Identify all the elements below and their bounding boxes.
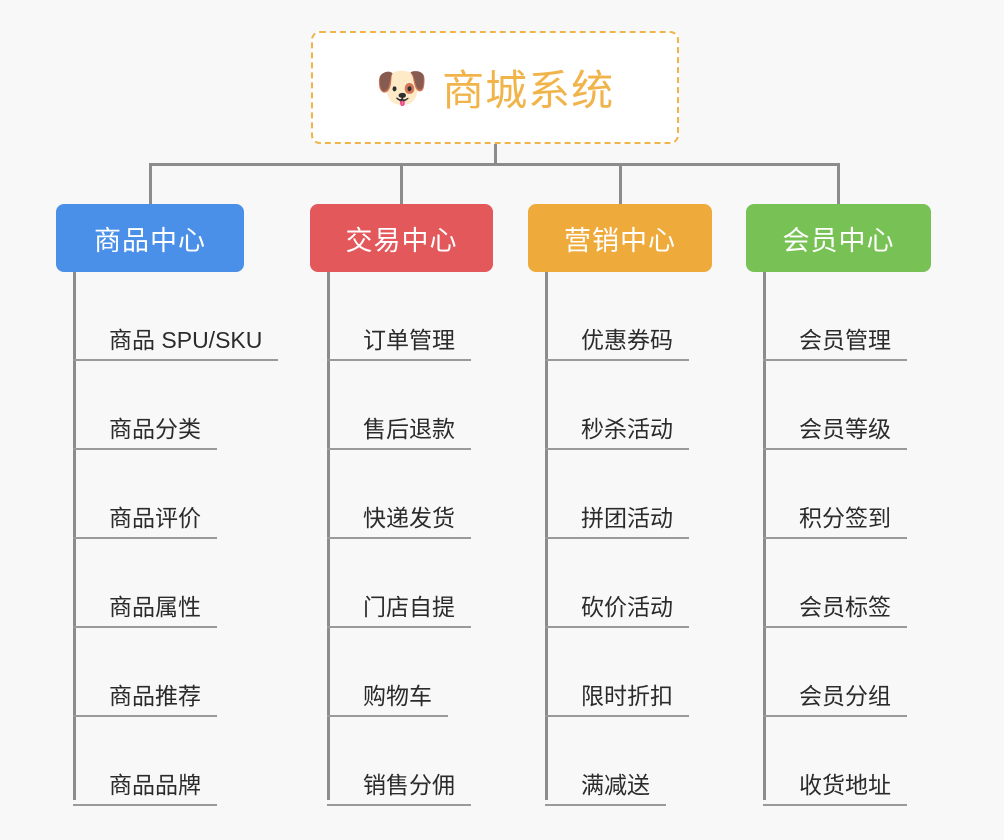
list-item[interactable]: 砍价活动 <box>545 539 689 628</box>
list-item-label: 会员等级 <box>763 416 907 450</box>
list-item-label: 积分签到 <box>763 505 907 539</box>
list-item[interactable]: 售后退款 <box>327 361 471 450</box>
item-list-member-center: 会员管理会员等级积分签到会员标签会员分组收货地址 <box>763 272 907 806</box>
list-item[interactable]: 商品评价 <box>73 450 278 539</box>
list-item-label: 收货地址 <box>763 772 907 806</box>
list-item[interactable]: 会员分组 <box>763 628 907 717</box>
category-column-member-center: 会员中心 <box>746 204 931 272</box>
list-item[interactable]: 限时折扣 <box>545 628 689 717</box>
category-header-member-center[interactable]: 会员中心 <box>746 204 931 272</box>
list-item[interactable]: 商品 SPU/SKU <box>73 272 279 361</box>
list-item-label: 购物车 <box>327 683 448 717</box>
list-item[interactable]: 购物车 <box>327 628 471 717</box>
list-item[interactable]: 商品属性 <box>73 539 278 628</box>
list-item-label: 拼团活动 <box>545 505 689 539</box>
list-item-label: 售后退款 <box>327 416 471 450</box>
category-label: 商品中心 <box>94 225 206 256</box>
column-spine-marketing-center <box>545 272 548 800</box>
category-header-product-center[interactable]: 商品中心 <box>56 204 244 272</box>
category-label: 营销中心 <box>564 225 676 256</box>
item-list-trade-center: 订单管理售后退款快递发货门店自提购物车销售分佣 <box>327 272 471 806</box>
list-item-label: 优惠券码 <box>545 327 689 361</box>
category-header-trade-center[interactable]: 交易中心 <box>310 204 493 272</box>
list-item[interactable]: 快递发货 <box>327 450 471 539</box>
list-item-label: 门店自提 <box>327 594 471 628</box>
category-column-trade-center: 交易中心 <box>310 204 493 272</box>
shiba-dog-face-icon: 🐶 <box>375 63 429 111</box>
list-item-label: 商品 SPU/SKU <box>73 327 279 361</box>
category-label: 交易中心 <box>345 225 458 256</box>
list-item[interactable]: 商品品牌 <box>73 717 278 806</box>
category-column-product-center: 商品中心 <box>56 204 244 272</box>
list-item[interactable]: 满减送 <box>545 717 689 806</box>
list-item[interactable]: 商品分类 <box>73 361 278 450</box>
list-item-label: 满减送 <box>545 772 666 806</box>
category-header-marketing-center[interactable]: 营销中心 <box>528 204 712 272</box>
list-item-label: 砍价活动 <box>545 594 689 628</box>
item-list-product-center: 商品 SPU/SKU 商品分类商品评价商品属性商品推荐商品品牌 <box>73 272 279 806</box>
connector-drop-marketing-center <box>618 163 622 204</box>
category-label: 会员中心 <box>782 225 895 256</box>
connector-bus <box>148 163 840 166</box>
list-item[interactable]: 秒杀活动 <box>545 361 689 450</box>
connector-drop-product-center <box>148 163 152 204</box>
list-item-label: 快递发货 <box>327 505 471 539</box>
item-list-marketing-center: 优惠券码秒杀活动拼团活动砍价活动限时折扣满减送 <box>545 272 689 806</box>
list-item[interactable]: 门店自提 <box>327 539 471 628</box>
list-item-label: 销售分佣 <box>327 772 471 806</box>
connector-drop-trade-center <box>400 163 403 204</box>
list-item[interactable]: 会员管理 <box>763 272 907 361</box>
list-item-label: 商品推荐 <box>73 683 217 717</box>
list-item-label: 商品分类 <box>73 416 217 450</box>
list-item[interactable]: 积分签到 <box>763 450 907 539</box>
list-item-label: 秒杀活动 <box>545 416 689 450</box>
list-item-label: 限时折扣 <box>545 683 689 717</box>
root-title: 商城系统 <box>442 67 615 114</box>
column-spine-member-center <box>763 272 766 800</box>
root-node[interactable]: 🐶 商城系统 <box>311 31 679 144</box>
column-spine-product-center <box>73 272 76 800</box>
list-item-label: 商品评价 <box>73 505 217 539</box>
list-item-label: 商品品牌 <box>73 772 217 806</box>
list-item[interactable]: 拼团活动 <box>545 450 689 539</box>
category-column-marketing-center: 营销中心 <box>528 204 712 272</box>
list-item-label: 会员标签 <box>763 594 907 628</box>
list-item-label: 会员管理 <box>763 327 907 361</box>
list-item-label: 订单管理 <box>327 327 471 361</box>
connector-root-stem <box>493 144 497 166</box>
list-item[interactable]: 收货地址 <box>763 717 907 806</box>
list-item[interactable]: 商品推荐 <box>73 628 278 717</box>
list-item[interactable]: 会员标签 <box>763 539 907 628</box>
list-item[interactable]: 销售分佣 <box>327 717 471 806</box>
list-item-label: 商品属性 <box>73 594 217 628</box>
list-item[interactable]: 会员等级 <box>763 361 907 450</box>
column-spine-trade-center <box>327 272 330 800</box>
list-item-label: 会员分组 <box>763 683 907 717</box>
list-item[interactable]: 优惠券码 <box>545 272 689 361</box>
list-item[interactable]: 订单管理 <box>327 272 471 361</box>
connector-drop-member-center <box>837 163 840 204</box>
